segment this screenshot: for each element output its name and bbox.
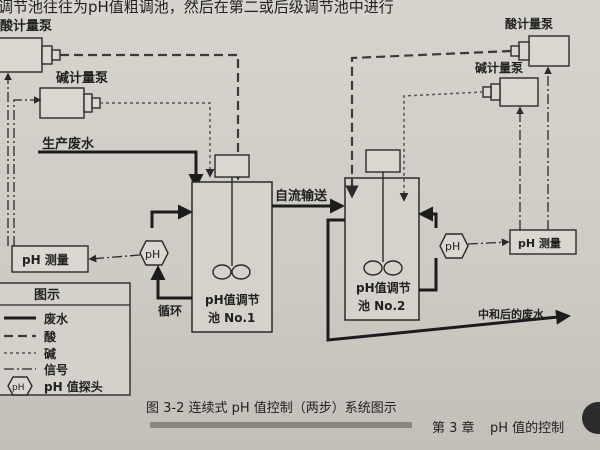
base-pump-1-label: 碱计量泵: [56, 70, 108, 86]
ph-probe-1: pH: [139, 240, 169, 266]
legend-title: 图示: [34, 288, 60, 303]
base-pump-2: 碱计量泵: [475, 60, 539, 107]
ph-probe-1-text: pH: [145, 248, 160, 261]
recycle-label: 循环: [158, 303, 182, 318]
ph-meter-2: pH 测量: [509, 229, 577, 255]
acid-pump-2: 酸计量泵: [505, 16, 570, 67]
tank-1: pH值调节 池 No.1: [191, 154, 273, 333]
legend-item-base: 碱: [44, 346, 56, 361]
recycle-line-up: [150, 204, 193, 228]
ph-probe-2: pH: [439, 233, 469, 259]
neutralized-waste-line: [326, 218, 571, 342]
legend-item-signal: 信号: [44, 362, 68, 377]
acid-pump-2-label: 酸计量泵: [505, 16, 553, 31]
legend-item-acid: 酸: [44, 329, 57, 344]
tank-2: pH值调节 池 No.2: [344, 149, 420, 321]
acid-line-2: [345, 49, 512, 199]
tank-2-label-line1: pH值调节: [356, 280, 411, 295]
legend: 图示 废水 酸 碱 信号 pH pH 值探头: [0, 282, 131, 396]
footer-rule: [150, 422, 412, 428]
tank-1-label-line2: 池 No.1: [208, 310, 255, 325]
footer-chapter-title: pH 值的控制: [490, 420, 564, 436]
legend-ph-probe-icon: [7, 376, 33, 396]
legend-item-waste: 废水: [44, 311, 69, 326]
acid-line-1: [60, 53, 245, 181]
production-waste-line: [38, 150, 204, 189]
recycle-2-line-down: [419, 258, 438, 292]
base-pump-2-label: 碱计量泵: [475, 60, 523, 75]
page-corner-mark: [582, 402, 600, 434]
ph-meter-2-label: pH 测量: [518, 236, 561, 250]
footer-chapter: 第 3 章: [432, 420, 475, 436]
acid-pump-1: 酸计量泵: [0, 18, 61, 73]
legend-ph-probe-text: pH: [12, 383, 24, 393]
tank-1-label-line1: pH值调节: [205, 292, 260, 307]
signal-probe1-to-meter1: [88, 254, 141, 263]
recycle-line-down: [150, 265, 192, 300]
ph-probe-2-text: pH: [445, 240, 460, 253]
base-line-1: [100, 102, 215, 178]
ph-meter-1-label: pH 测量: [22, 252, 69, 267]
base-pump-1: 碱计量泵: [39, 70, 108, 119]
signal-line-to-base-pump-1: [13, 96, 42, 246]
signal-probe2-to-meter2: [467, 238, 510, 247]
base-line-2: [399, 91, 484, 202]
neutralized-waste-label: 中和后的废水: [478, 307, 545, 321]
top-text-line: 调节池往往为pH值粗调池，然后在第二或后级调节池中进行: [0, 0, 394, 16]
gravity-flow-label: 自流输送: [275, 188, 328, 204]
ph-meter-1: pH 测量: [11, 245, 89, 273]
figure-caption: 图 3-2 连续式 pH 值控制（两步）系统图示: [146, 400, 397, 416]
production-waste-label: 生产废水: [42, 136, 95, 152]
acid-pump-1-label: 酸计量泵: [0, 18, 52, 34]
tank-2-label-line2: 池 No.2: [358, 298, 405, 313]
legend-item-ph-probe: pH 值探头: [44, 379, 103, 394]
recycle-2-line-up: [418, 206, 438, 228]
